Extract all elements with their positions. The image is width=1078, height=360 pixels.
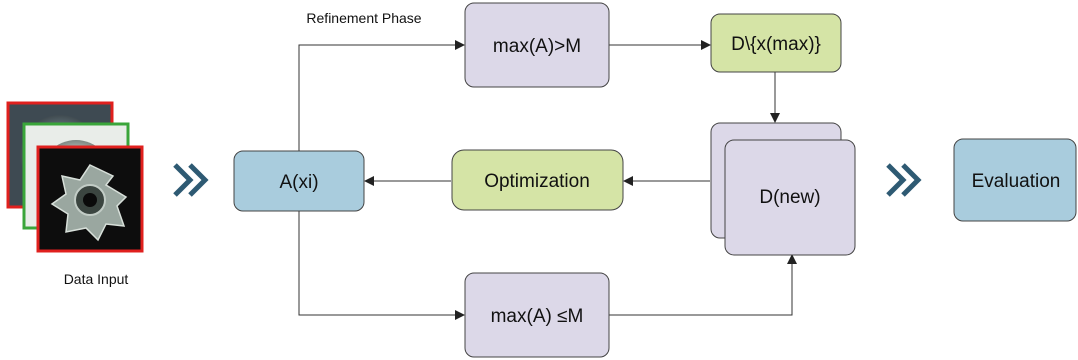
- data-input-label: Data Input: [64, 271, 129, 287]
- data-input-images: [6, 101, 144, 253]
- arrow-a-to-max-le: [298, 211, 465, 320]
- double-chevron-right-icon: [886, 163, 922, 197]
- node-max-le-m: max(A) ≤M: [464, 272, 610, 358]
- double-chevron-right-icon: [173, 163, 209, 197]
- arrow-a-to-max-gt: [298, 40, 465, 151]
- node-d-new: D(new): [710, 122, 856, 256]
- node-a-xi-label: A(xi): [279, 172, 318, 193]
- input-image-front-part: [50, 164, 128, 242]
- node-a-xi: A(xi): [233, 150, 365, 212]
- node-remove-max: D\{x(max)}: [710, 13, 842, 73]
- node-max-le-m-label: max(A) ≤M: [491, 306, 584, 327]
- node-d-new-label: D(new): [759, 187, 820, 208]
- node-remove-max-label: D\{x(max)}: [731, 34, 821, 55]
- node-optimization-label: Optimization: [484, 171, 590, 192]
- node-d-new-front: [724, 139, 856, 256]
- node-max-gt-m: max(A)>M: [464, 2, 610, 88]
- arrow-max-le-to-dnew: [609, 254, 797, 316]
- node-optimization: Optimization: [451, 149, 624, 211]
- connectors: [298, 40, 797, 320]
- node-max-gt-m-label: max(A)>M: [493, 36, 581, 57]
- refinement-phase-label: Refinement Phase: [306, 10, 421, 26]
- node-evaluation-label: Evaluation: [972, 171, 1061, 192]
- node-evaluation: Evaluation: [953, 138, 1077, 222]
